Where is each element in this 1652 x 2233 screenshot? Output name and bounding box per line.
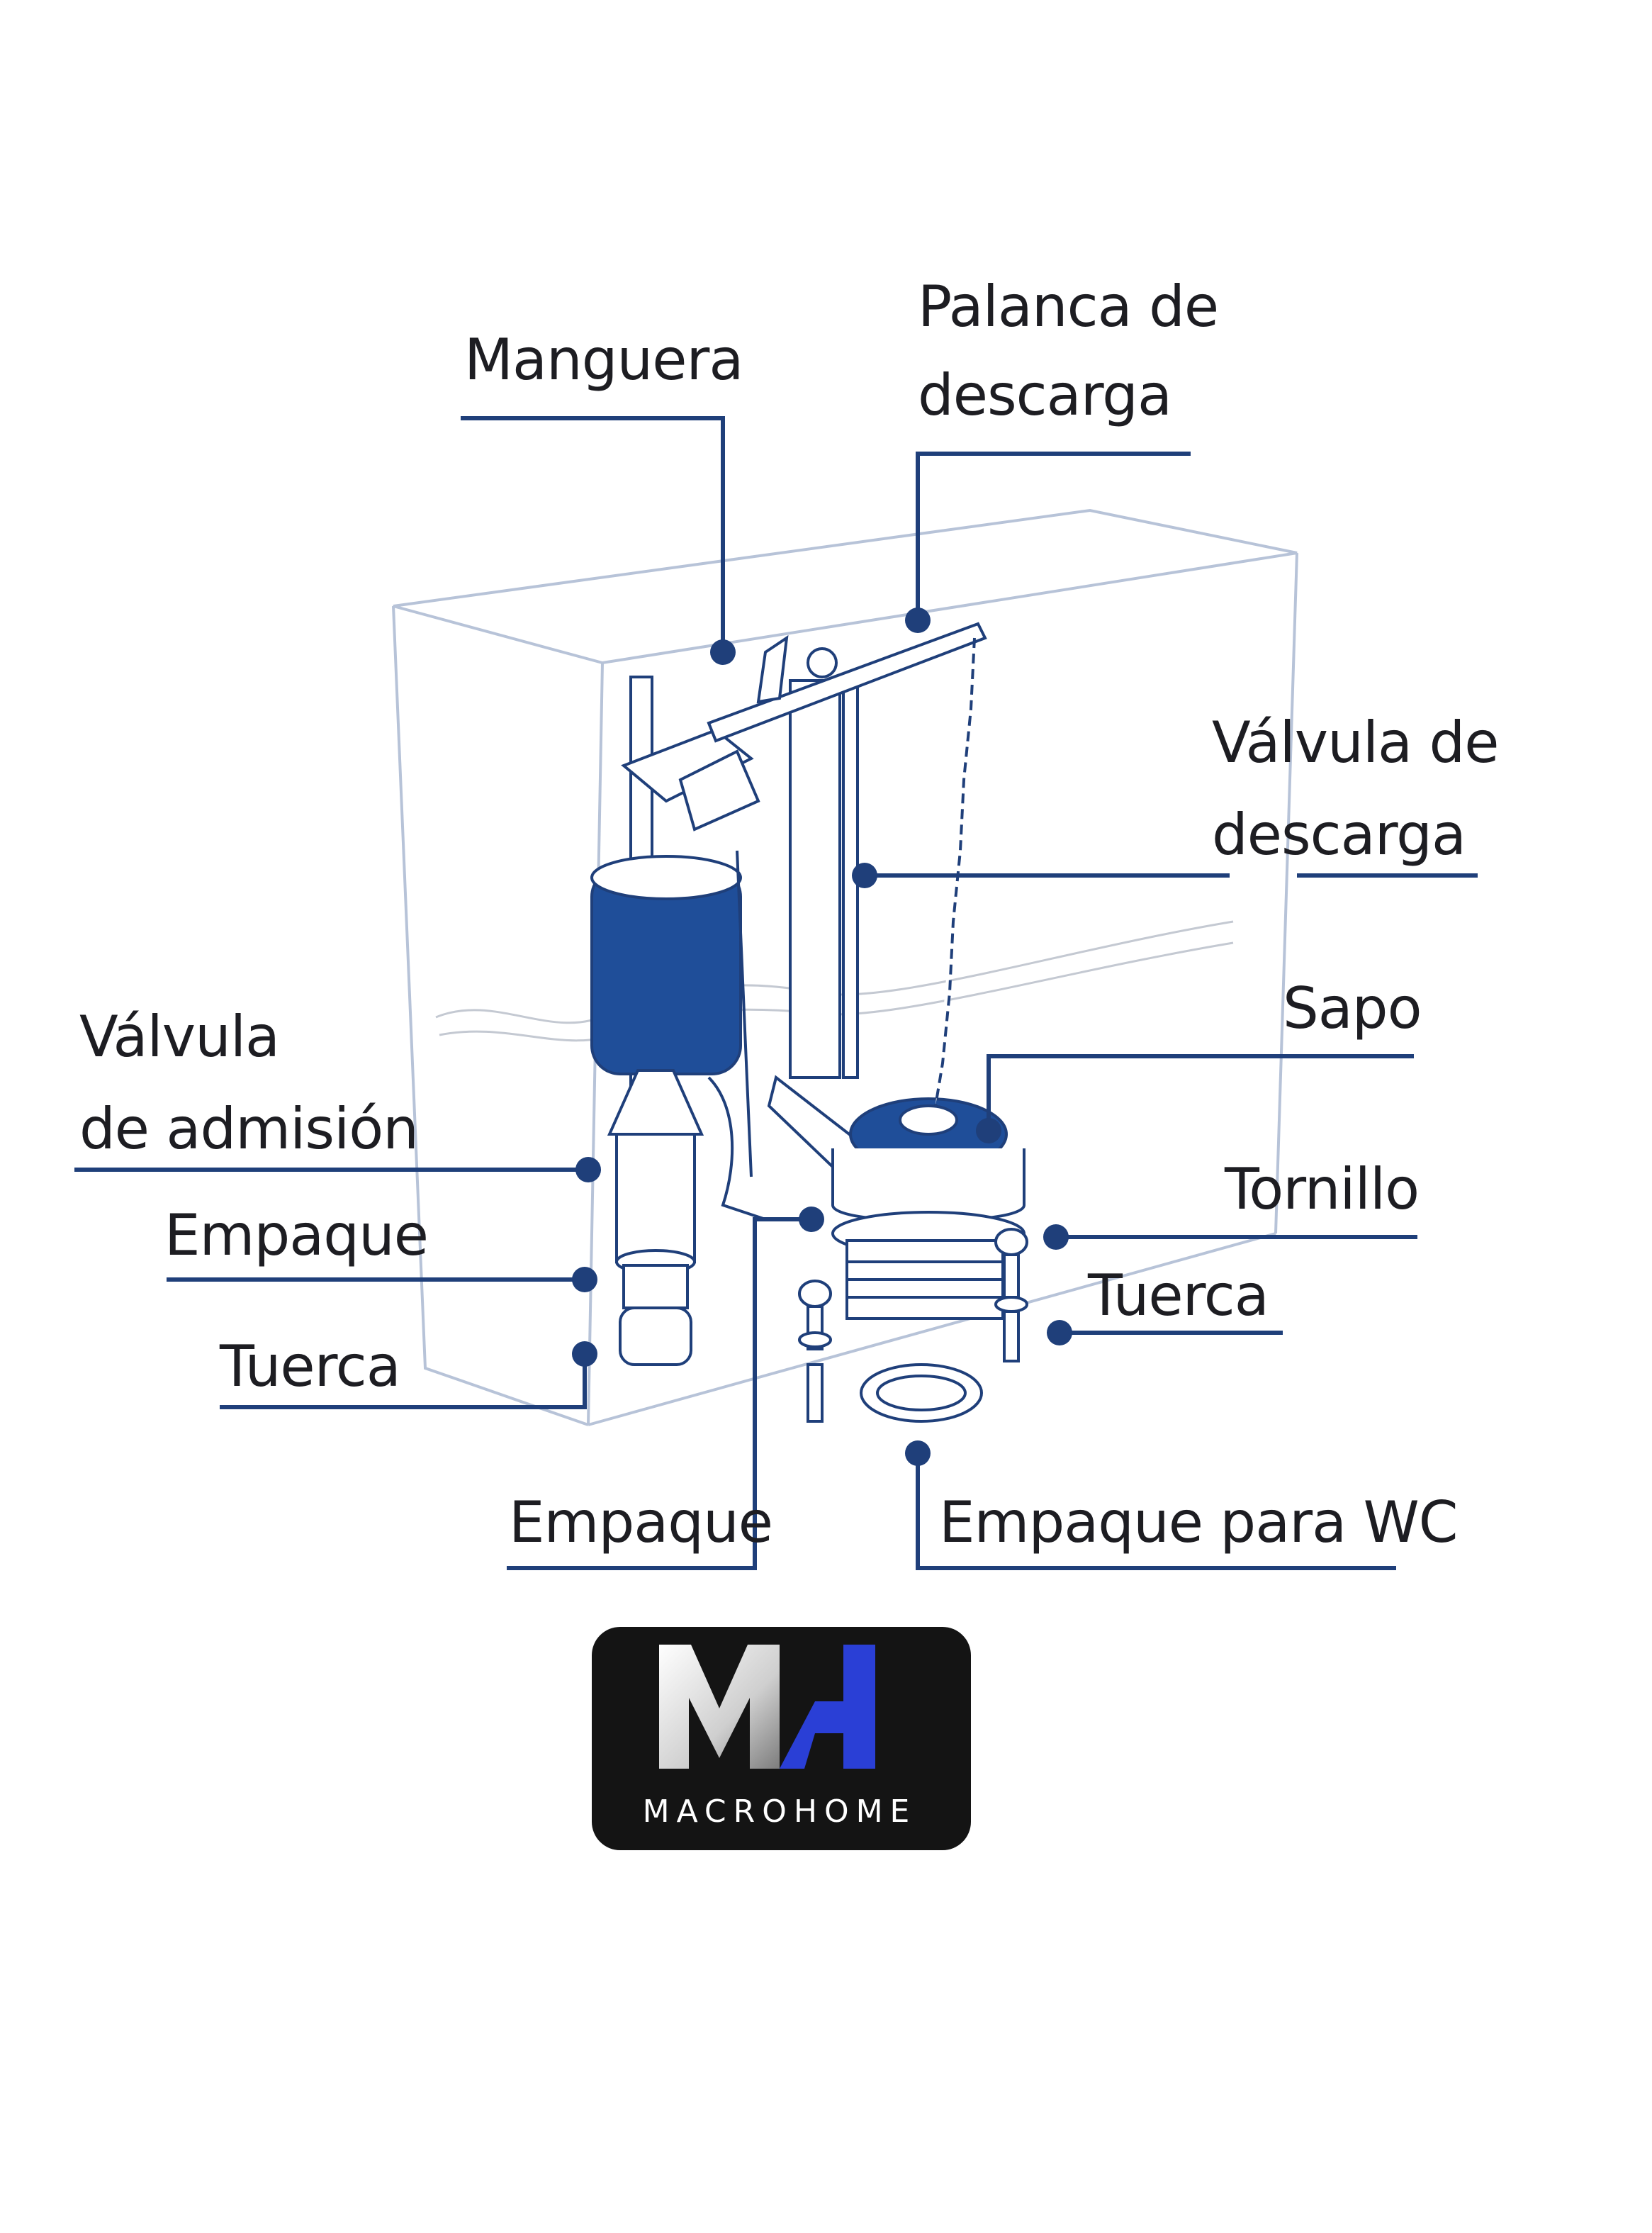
- label-empaque-wc: Empaque para WC: [939, 1489, 1458, 1555]
- label-tuerca-left: Tuerca: [219, 1333, 400, 1399]
- label-valvula-admision-line1: Válvula: [79, 1004, 279, 1070]
- label-empaque-left: Empaque: [164, 1202, 428, 1268]
- label-sapo: Sapo: [1283, 975, 1422, 1041]
- label-palanca-line2: descarga: [918, 362, 1171, 428]
- label-empaque-bottom: Empaque: [509, 1489, 772, 1555]
- bolt-right-head: [994, 1228, 1028, 1256]
- label-manguera: Manguera: [464, 327, 743, 393]
- logo-brand-text: MACROHOME: [643, 1793, 917, 1830]
- bottom-hardware: [798, 1228, 1028, 1423]
- label-palanca-line1: Palanca de: [918, 274, 1218, 340]
- water-line: [435, 920, 1234, 1042]
- fill-valve: [590, 676, 766, 1366]
- logo-h-shape: [780, 1645, 875, 1769]
- labels: Manguera Palanca de descarga Válvula de …: [79, 274, 1500, 1555]
- label-valvula-admision-line2: de admisión: [79, 1096, 418, 1162]
- leader-lines: [74, 416, 1478, 1570]
- label-tuerca-right: Tuerca: [1087, 1263, 1269, 1328]
- label-valvula-descarga-line1: Válvula de: [1212, 710, 1499, 776]
- macrohome-logo: MACROHOME: [592, 1627, 971, 1850]
- label-valvula-descarga-line2: descarga: [1212, 802, 1466, 868]
- label-tornillo: Tornillo: [1224, 1156, 1419, 1222]
- flush-valve: [707, 622, 1026, 1320]
- logo-m-shape: [659, 1645, 780, 1769]
- bolt-left-head: [798, 1280, 832, 1308]
